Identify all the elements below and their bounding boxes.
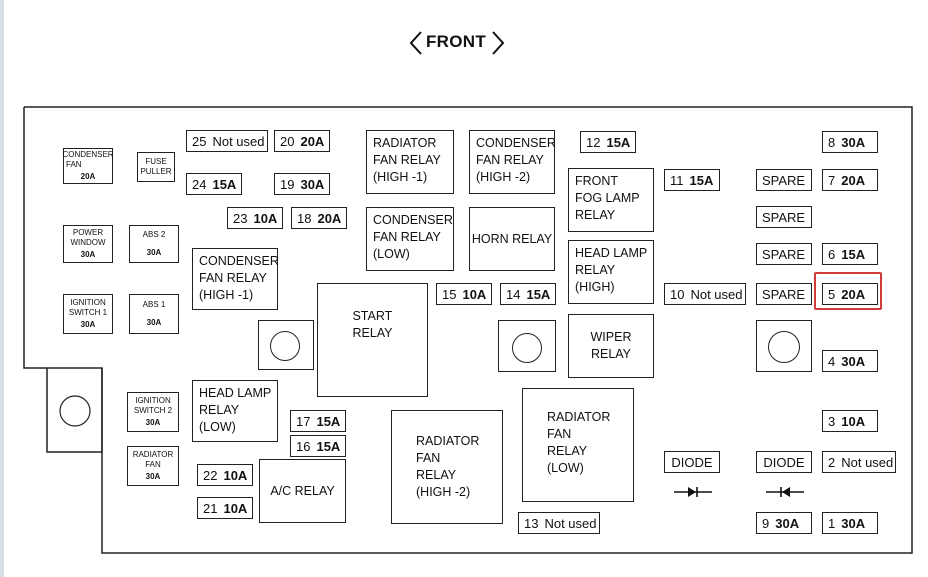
spare-fuse-1: SPARE <box>756 169 812 191</box>
diode-symbol-reversed-icon <box>766 487 804 497</box>
highlight-fuse-5 <box>814 272 882 310</box>
mount-hole-center <box>512 333 542 363</box>
mount-hole-left <box>270 331 300 361</box>
page-title: FRONT <box>426 32 487 51</box>
chevron-right-icon <box>492 31 505 55</box>
diode-label-2: DIODE <box>756 451 812 473</box>
diode-label-1: DIODE <box>664 451 720 473</box>
spare-fuse-4: SPARE <box>756 283 812 305</box>
chevron-left-icon <box>409 31 422 55</box>
front-label: FRONT <box>408 28 508 58</box>
spare-fuse-3: SPARE <box>756 243 812 265</box>
spare-fuse-2: SPARE <box>756 206 812 228</box>
relay-ac: A/C RELAY <box>259 459 346 523</box>
window-edge <box>0 0 4 577</box>
diode-symbol-icon <box>674 487 712 497</box>
mount-hole-right <box>768 331 800 363</box>
relay-horn: HORN RELAY <box>469 207 555 271</box>
